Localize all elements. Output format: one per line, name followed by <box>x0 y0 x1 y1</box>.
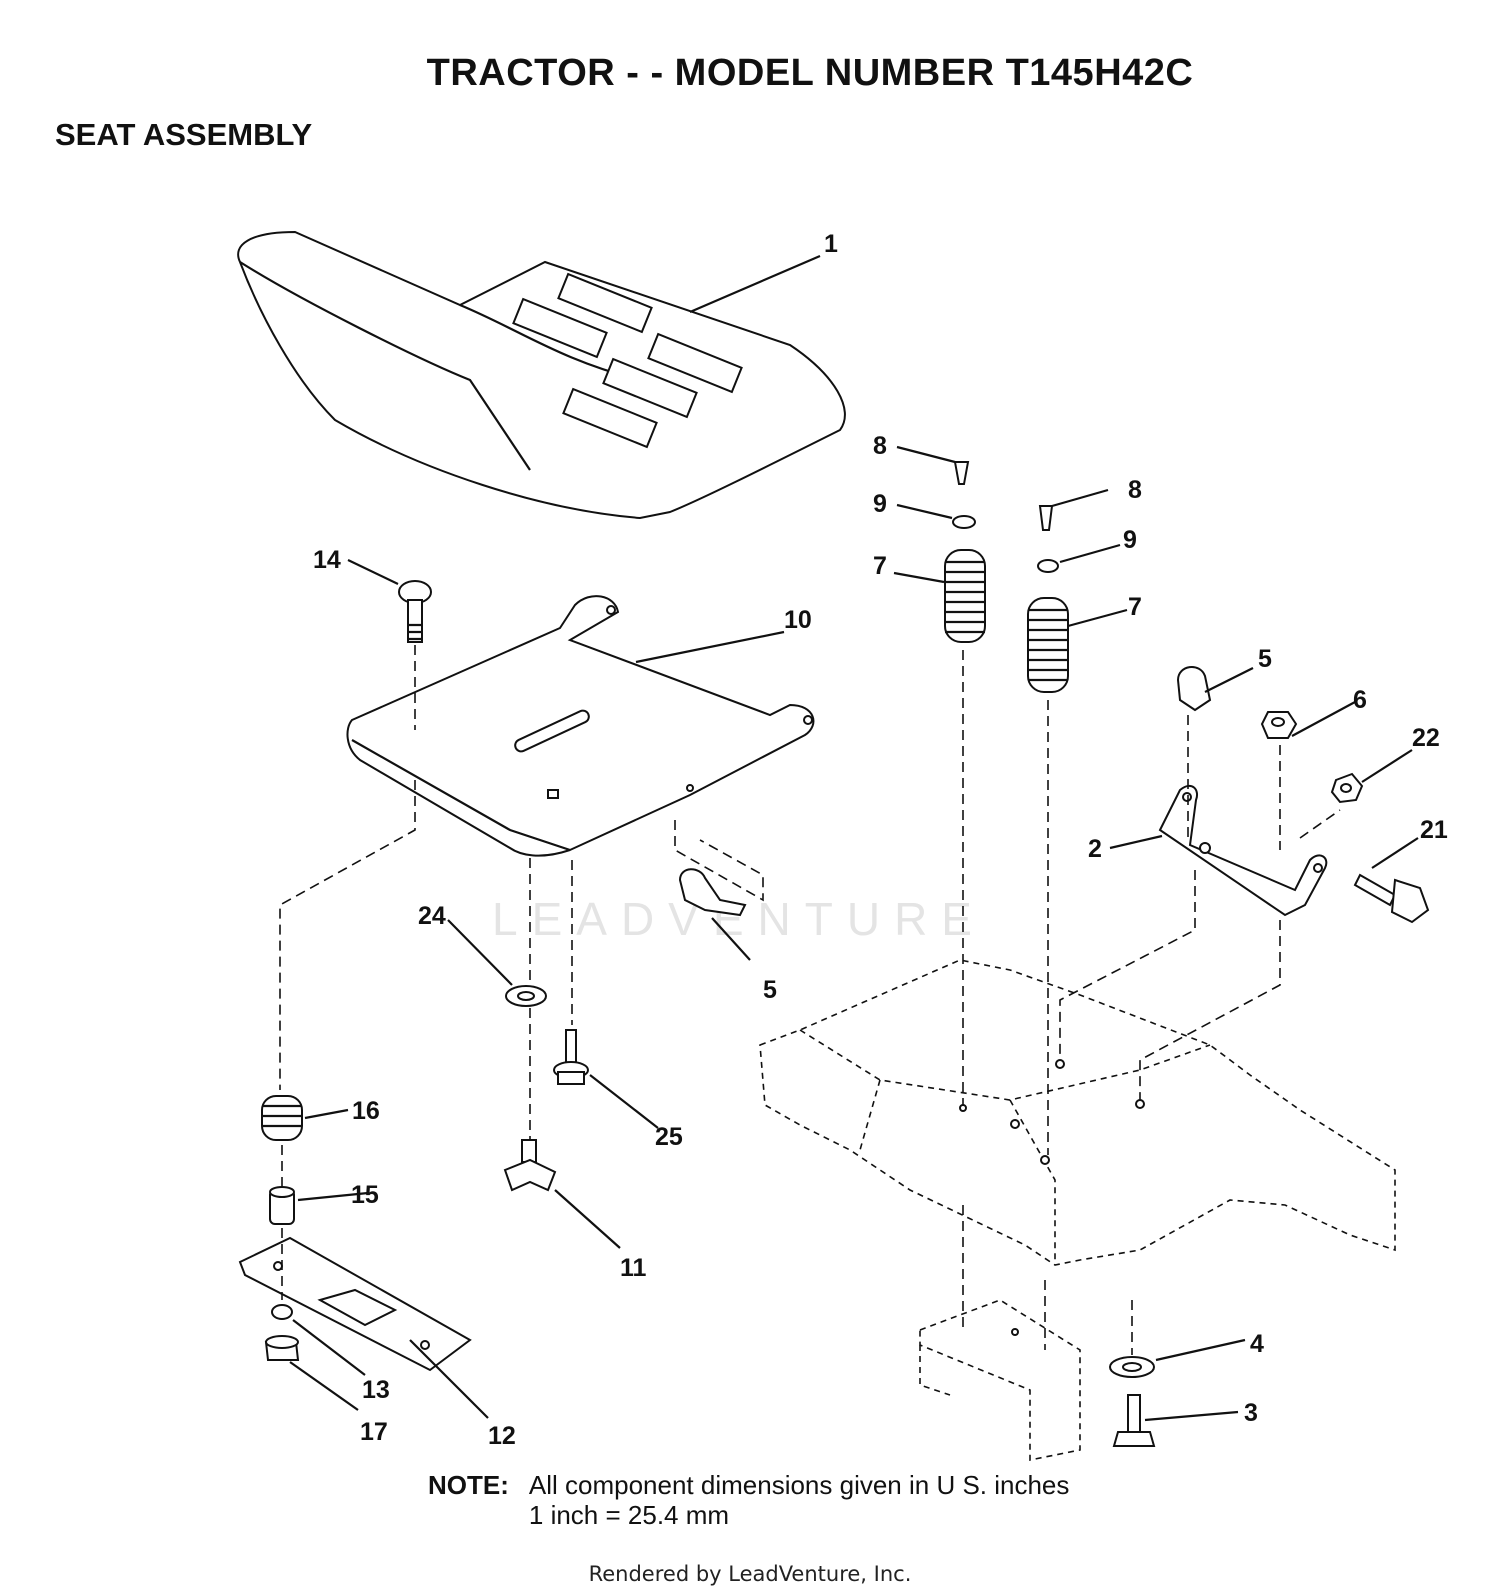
callout-9-right: 9 <box>1123 526 1137 554</box>
seat-part <box>237 230 846 520</box>
washer-part-4 <box>1109 1356 1155 1378</box>
callout-11: 11 <box>620 1254 647 1282</box>
seat-pan-part <box>346 595 815 857</box>
bolt-part-21 <box>1353 873 1430 924</box>
callout-1: 1 <box>824 230 838 258</box>
spring-part-16 <box>261 1095 303 1141</box>
leader-lines <box>289 254 1419 1422</box>
spacer-part-15 <box>269 1186 295 1225</box>
carriage-bolt-part <box>398 580 432 643</box>
callout-16: 16 <box>352 1097 380 1125</box>
bracket-part <box>1158 784 1328 917</box>
callout-5-lower: 5 <box>763 976 777 1004</box>
slide-plate-part-12 <box>238 1236 472 1372</box>
callout-5-upper: 5 <box>1258 645 1272 673</box>
callout-8-left: 8 <box>873 432 887 460</box>
callouts: 1 2 3 4 5 5 6 7 7 8 8 9 9 10 11 12 13 14… <box>313 230 1448 1450</box>
washer-part-24 <box>505 985 547 1007</box>
note-line-1: All component dimensions given in U S. i… <box>528 1470 1070 1500</box>
callout-17: 17 <box>360 1418 388 1446</box>
page-title: TRACTOR - - MODEL NUMBER T145H42C <box>426 52 1194 94</box>
callout-24: 24 <box>418 902 446 930</box>
callout-25: 25 <box>655 1123 683 1151</box>
callout-8-right: 8 <box>1128 476 1142 504</box>
callout-21: 21 <box>1420 816 1448 844</box>
flange-nut-parts <box>264 1304 300 1361</box>
callout-13: 13 <box>362 1376 390 1404</box>
callout-7-left: 7 <box>873 552 887 580</box>
watermark-text: LEADVENTURE <box>492 893 986 945</box>
tractor-frame-outline <box>759 959 1396 1461</box>
clip-part-upper <box>1176 666 1212 712</box>
callout-4: 4 <box>1250 1330 1264 1358</box>
cotter-pin-parts <box>953 461 1054 531</box>
callout-2: 2 <box>1088 835 1102 863</box>
callout-10: 10 <box>784 606 812 634</box>
callout-9-left: 9 <box>873 490 887 518</box>
assembly-lines <box>279 645 1341 1355</box>
callout-12: 12 <box>488 1422 516 1450</box>
shoulder-bolt-part-25 <box>553 1029 589 1085</box>
callout-15: 15 <box>351 1181 379 1209</box>
dimensions-note: NOTE: All component dimensions given in … <box>428 1470 1069 1530</box>
callout-7-right: 7 <box>1128 593 1142 621</box>
callout-3: 3 <box>1244 1399 1258 1427</box>
callout-14: 14 <box>313 546 341 574</box>
clip-part-lower <box>678 868 747 917</box>
note-line-2: 1 inch = 25.4 mm <box>528 1500 730 1530</box>
callout-6: 6 <box>1353 686 1367 714</box>
note-label: NOTE: <box>428 1470 509 1500</box>
section-title: SEAT ASSEMBLY <box>55 117 313 152</box>
knob-part-11 <box>503 1139 557 1192</box>
spring-part-right <box>1027 597 1069 693</box>
rendered-by-footer: Rendered by LeadVenture, Inc. <box>588 1562 912 1586</box>
callout-22: 22 <box>1412 724 1440 752</box>
nut-parts <box>1260 711 1364 804</box>
small-washer-parts <box>952 515 1059 573</box>
hex-bolt-part-3 <box>1112 1394 1156 1447</box>
spring-part-left <box>944 549 986 643</box>
